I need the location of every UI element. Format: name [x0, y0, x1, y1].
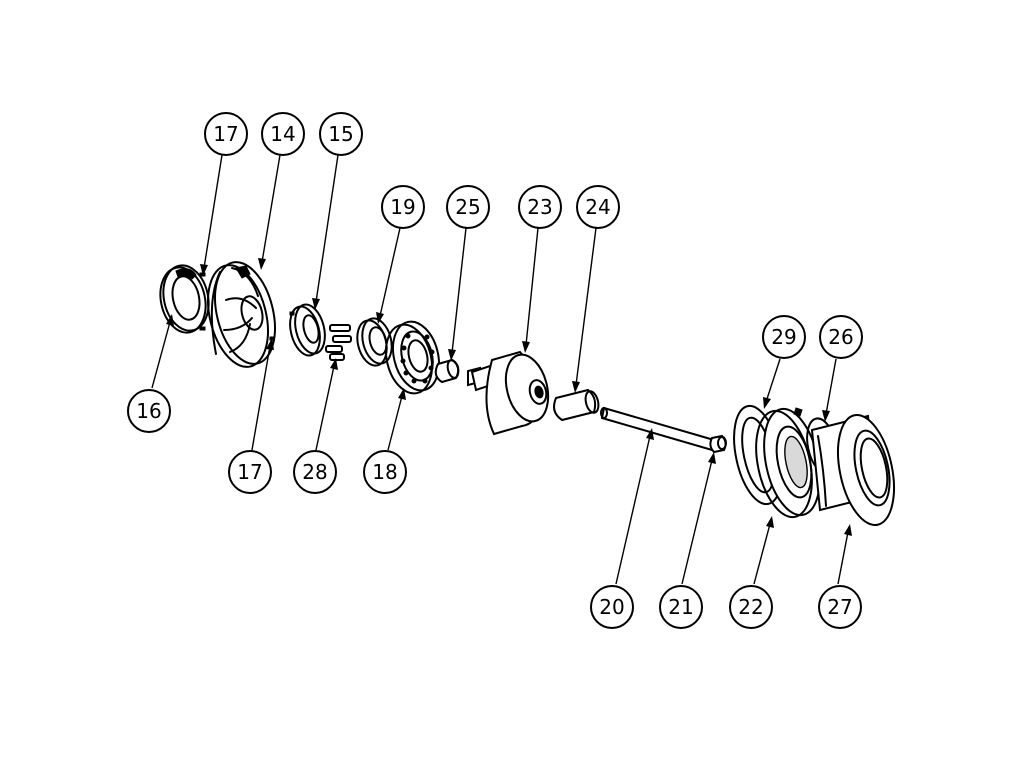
part-14-impeller	[199, 261, 276, 368]
callout-label: 18	[372, 460, 397, 484]
part-20-shaft	[600, 406, 716, 452]
callout-label: 21	[668, 595, 693, 619]
callout-20: 20	[590, 585, 634, 629]
callout-27: 27	[818, 585, 862, 629]
part-18-bearing	[385, 320, 440, 395]
callout-26: 26	[819, 315, 863, 359]
callout-17-bottom: 17	[228, 450, 272, 494]
callout-label: 19	[390, 195, 415, 219]
callout-21: 21	[659, 585, 703, 629]
callout-15: 15	[319, 112, 363, 156]
part-24-sleeve	[553, 388, 600, 422]
callout-18: 18	[363, 450, 407, 494]
callout-label: 24	[585, 195, 610, 219]
part-15-wear-ring	[289, 303, 326, 357]
callout-label: 29	[771, 325, 796, 349]
callout-16: 16	[127, 389, 171, 433]
callout-label: 28	[302, 460, 327, 484]
callout-19: 19	[381, 185, 425, 229]
callout-23: 23	[518, 185, 562, 229]
part-27-end-cap	[810, 413, 895, 527]
callout-28: 28	[293, 450, 337, 494]
callout-14: 14	[261, 112, 305, 156]
callout-label: 23	[527, 195, 552, 219]
callout-22: 22	[729, 585, 773, 629]
part-22-bearing	[755, 407, 821, 519]
callout-label: 20	[599, 595, 624, 619]
part-19-shaft-seal	[356, 317, 393, 367]
callout-label: 16	[136, 399, 161, 423]
callout-label: 26	[828, 325, 853, 349]
callout-24: 24	[576, 185, 620, 229]
callout-label: 14	[270, 122, 295, 146]
leader-lines	[151, 154, 852, 585]
callout-25: 25	[446, 185, 490, 229]
part-28-pins	[325, 324, 352, 361]
callout-label: 17	[213, 122, 238, 146]
callout-label: 25	[455, 195, 480, 219]
callout-label: 17	[237, 460, 262, 484]
callout-17-top: 17	[204, 112, 248, 156]
part-25-bushing	[434, 358, 460, 384]
part-23-housing	[467, 350, 550, 436]
callout-label: 15	[328, 122, 353, 146]
callout-label: 22	[738, 595, 763, 619]
callout-29: 29	[762, 315, 806, 359]
part-21-small-bushing	[709, 434, 727, 454]
callout-label: 27	[827, 595, 852, 619]
